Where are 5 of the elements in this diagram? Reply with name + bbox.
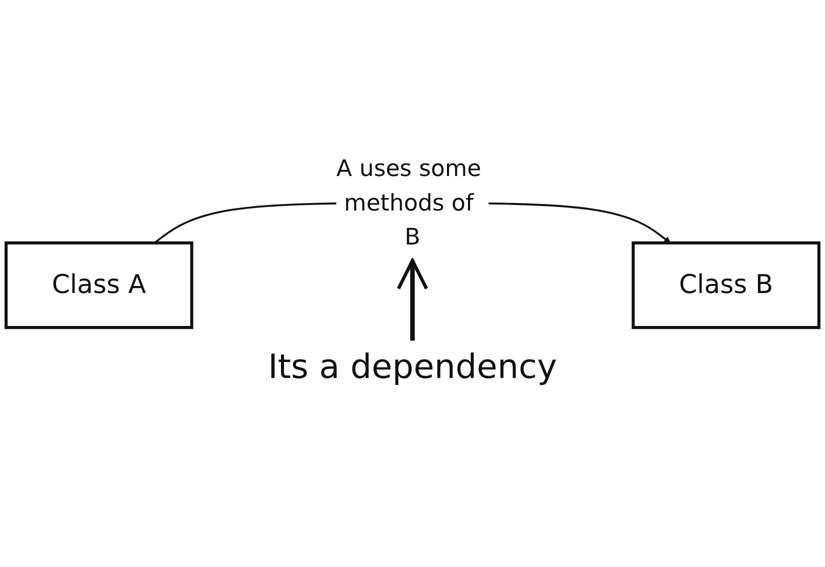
node-box: Class A <box>4 241 194 330</box>
node-box: Class B <box>632 241 820 330</box>
edge-label: A uses some methods of B <box>336 155 482 251</box>
arrow <box>396 258 428 341</box>
node-text: Its a dependency <box>268 348 557 386</box>
